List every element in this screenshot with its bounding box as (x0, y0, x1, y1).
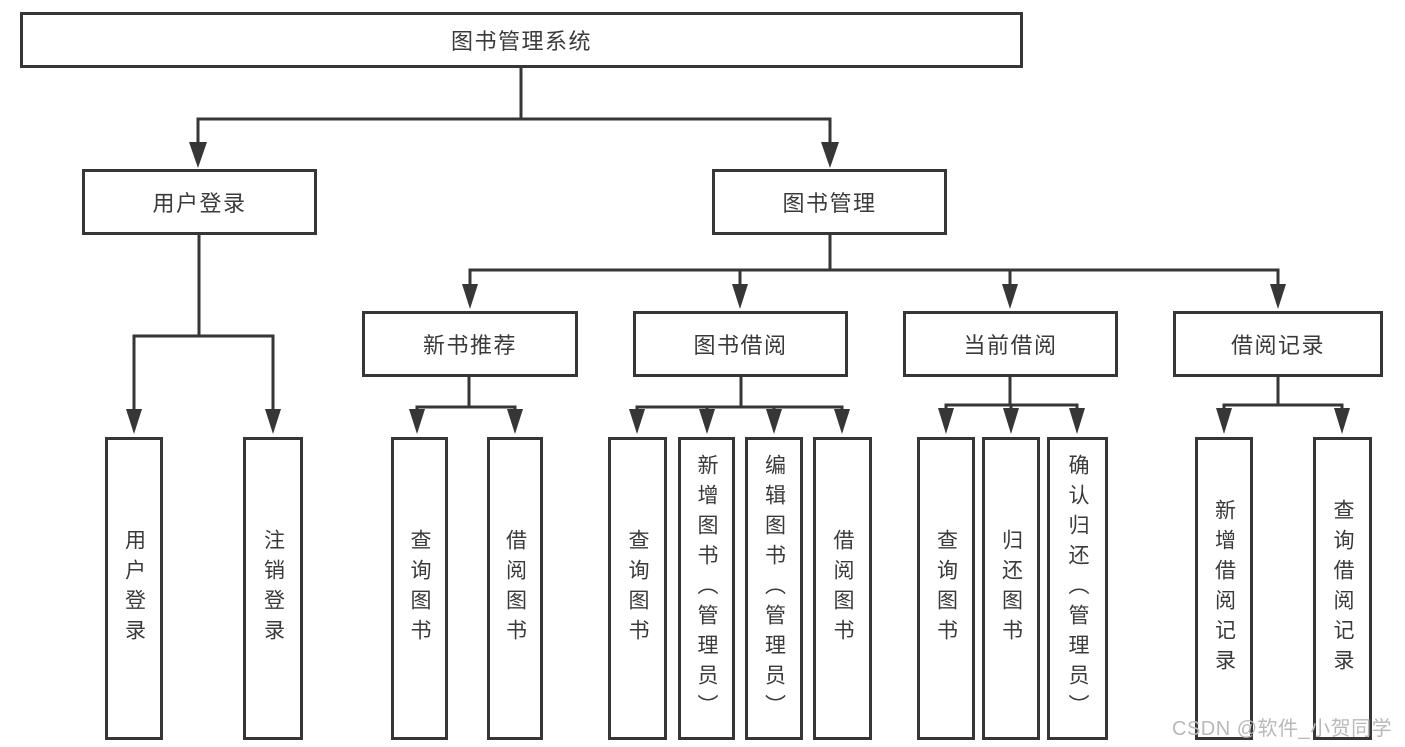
leaf-edit-books-admin-label: 编辑图书（管理员） (762, 453, 786, 724)
branch-book-management: 图书管理 (712, 169, 947, 235)
leaf-query-borrow-record-label: 查询借阅记录 (1331, 498, 1354, 679)
leaf-query-borrow-record: 查询借阅记录 (1313, 437, 1372, 740)
watermark: CSDN @软件_小贺同学 (1172, 718, 1393, 740)
leaf-borrow-books-label: 借阅图书 (831, 528, 854, 649)
leaf-confirm-return-admin: 确认归还（管理员） (1047, 437, 1108, 740)
leaf-user-login-label: 用户登录 (122, 528, 146, 649)
leaf-query-books-borrowing: 查询图书 (608, 437, 667, 740)
leaf-return-books-label: 归还图书 (999, 528, 1023, 649)
branch-new-book-recommendation: 新书推荐 (362, 311, 578, 377)
leaf-borrow-books: 借阅图书 (813, 437, 872, 740)
leaf-query-books-borrowing-label: 查询图书 (626, 528, 649, 649)
leaf-query-books-recommend-label: 查询图书 (408, 528, 431, 649)
leaf-add-borrow-record: 新增借阅记录 (1195, 437, 1253, 740)
leaf-query-books-current-label: 查询图书 (934, 528, 958, 649)
leaf-borrow-books-recommend-label: 借阅图书 (503, 528, 527, 649)
leaf-return-books: 归还图书 (982, 437, 1040, 740)
leaf-confirm-return-admin-label: 确认归还（管理员） (1066, 453, 1089, 724)
branch-current-borrowing: 当前借阅 (903, 311, 1118, 377)
leaf-logout: 注销登录 (243, 437, 303, 740)
leaf-add-books-admin-label: 新增图书（管理员） (695, 453, 718, 724)
branch-user-login: 用户登录 (82, 169, 317, 235)
branch-book-borrowing: 图书借阅 (633, 311, 848, 377)
leaf-user-login: 用户登录 (105, 437, 163, 740)
leaf-borrow-books-recommend: 借阅图书 (487, 437, 543, 740)
leaf-logout-label: 注销登录 (261, 528, 285, 649)
leaf-add-books-admin: 新增图书（管理员） (678, 437, 735, 740)
root-node: 图书管理系统 (20, 12, 1023, 68)
leaf-query-books-recommend: 查询图书 (391, 437, 448, 740)
branch-borrowing-records: 借阅记录 (1173, 311, 1383, 377)
leaf-edit-books-admin: 编辑图书（管理员） (745, 437, 803, 740)
leaf-query-books-current: 查询图书 (917, 437, 975, 740)
leaf-add-borrow-record-label: 新增借阅记录 (1212, 498, 1236, 679)
